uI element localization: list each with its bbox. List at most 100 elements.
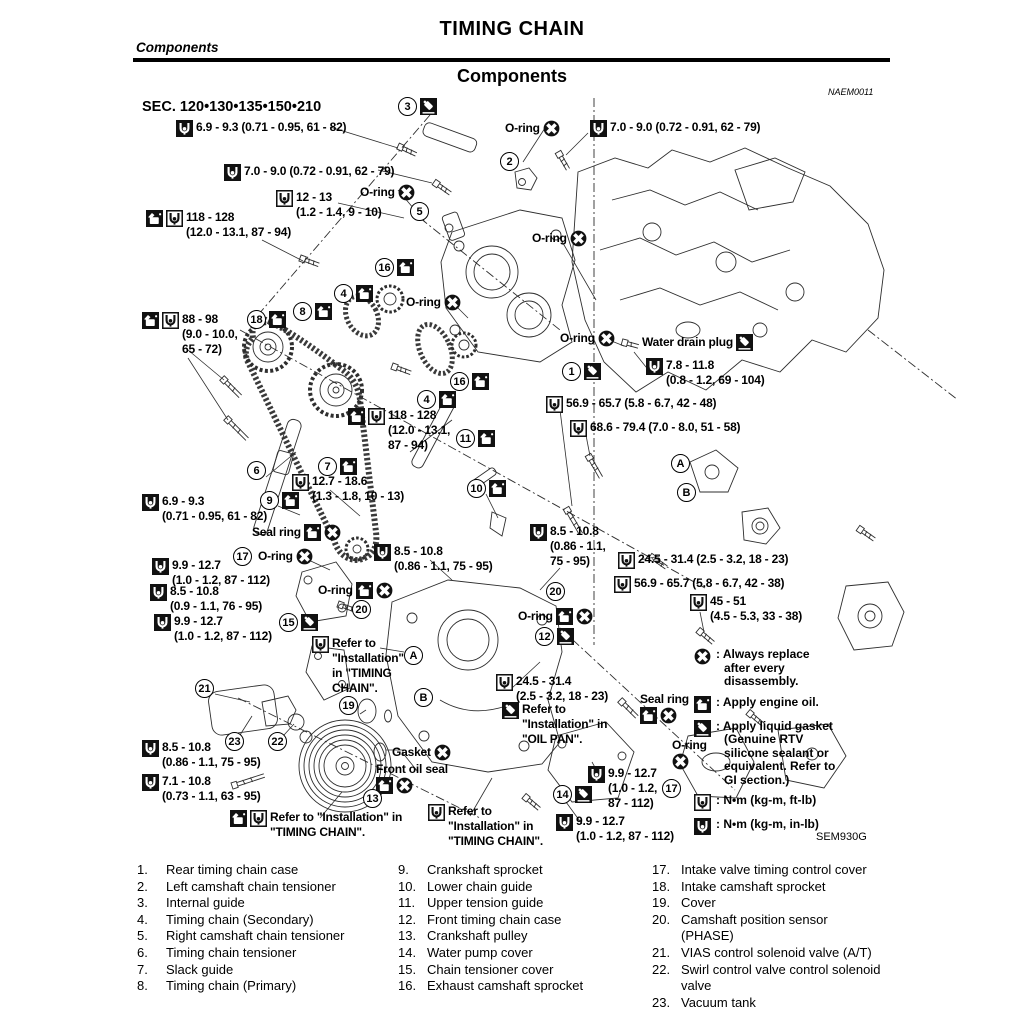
torque-inlb-icon (694, 818, 711, 835)
parts-list-item: 1.Rear timing chain case (137, 862, 392, 879)
label-text: 8.5 - 10.8 (550, 524, 599, 538)
legend-text: disassembly. (724, 674, 799, 688)
label-text: (0.71 - 0.95, 61 - 82) (162, 509, 267, 523)
callout-20: 20 (546, 582, 565, 601)
legend-text: : Apply engine oil. (716, 694, 819, 709)
callout-number: A (404, 646, 423, 665)
label-text: (1.2 - 1.4, 9 - 10) (296, 205, 382, 219)
torque-inlb-icon (142, 494, 159, 511)
callout-number: 12 (535, 627, 554, 646)
legend-text: GI section.) (724, 772, 790, 787)
replace-after-disassembly-icon (398, 184, 415, 201)
callout-text: 6 (253, 464, 260, 477)
callout-20: 20 (352, 600, 371, 619)
callout-10: 10 (467, 479, 506, 498)
torque-spec-label: 118 - 128(12.0 - 13.1, 87 - 94) (146, 210, 291, 240)
callout-number: 18 (247, 310, 266, 329)
torque-spec-label: 9.9 - 12.7(1.0 - 1.2,87 - 112) (588, 766, 657, 811)
callout-17: 17 (662, 779, 681, 798)
label-text: 7.8 - 11.8 (666, 358, 715, 372)
callout-text: 12 (538, 630, 551, 643)
label-text: (0.8 - 1.2, 69 - 104) (666, 373, 765, 387)
label-text: O-ring (518, 609, 553, 623)
apply-engine-oil-icon (340, 458, 357, 475)
torque-spec-label: 8.5 - 10.8(0.86 - 1.1, 75 - 95) (142, 740, 261, 770)
parts-list-item: 15.Chain tensioner cover (398, 962, 648, 979)
callout-text: 15 (282, 616, 295, 629)
apply-engine-oil-icon (356, 285, 373, 302)
callout-number: 7 (318, 457, 337, 476)
part-number: 13. (398, 928, 417, 944)
apply-engine-oil-icon (282, 492, 299, 509)
diagram-note-label: O-ring (258, 548, 313, 565)
header-divider (133, 58, 890, 62)
torque-ftlb-icon (292, 474, 309, 491)
torque-spec-label: 118 - 128(12.0 - 13.1,87 - 94) (348, 408, 450, 453)
callout-16: 16 (375, 258, 414, 277)
callout-number: 16 (375, 258, 394, 277)
replace-after-disassembly-icon (376, 582, 393, 599)
label-text: 65 - 72) (182, 342, 222, 356)
callout-3: 3 (398, 97, 437, 116)
torque-ftlb-icon (496, 674, 513, 691)
torque-ftlb-icon (694, 794, 711, 811)
apply-engine-oil-icon (230, 810, 247, 827)
parts-list-item: 11.Upper tension guide (398, 895, 648, 912)
label-text: 88 - 98 (182, 312, 218, 326)
part-number: 1. (137, 862, 148, 877)
legend-item: : N•m (kg-m, ft-lb) (694, 793, 884, 811)
part-name: Internal guide (166, 895, 245, 911)
label-text: 24.5 - 31.4 (2.5 - 3.2, 18 - 23) (638, 552, 789, 566)
diagram-note-label: O-ring (406, 294, 461, 311)
replace-after-disassembly-icon (598, 330, 615, 347)
apply-engine-oil-icon (269, 311, 286, 328)
callout-text: 17 (665, 782, 678, 795)
replace-after-disassembly-icon (296, 548, 313, 565)
callout-A: A (671, 454, 690, 473)
apply-liquid-gasket-icon (557, 628, 574, 645)
callout-number: 20 (546, 582, 565, 601)
label-text: O-ring (318, 583, 353, 597)
label-text: Water drain plug (642, 335, 734, 349)
part-number: 23. (652, 994, 671, 1010)
torque-inlb-icon (152, 558, 169, 575)
label-text: 9.9 - 12.7 (608, 766, 657, 780)
torque-inlb-icon (142, 774, 159, 791)
apply-engine-oil-icon (439, 391, 456, 408)
diagram-note-label: O-ring (505, 120, 560, 137)
label-text: 9.9 - 12.7 (174, 614, 223, 628)
torque-inlb-icon (142, 740, 159, 757)
label-text: O-ring (406, 295, 441, 309)
diagram-note-label: Water drain plug (642, 334, 754, 351)
label-text: (0.86 - 1.1, 75 - 95) (394, 559, 493, 573)
label-text: Front oil seal (376, 762, 448, 776)
part-number: 3. (137, 895, 148, 911)
replace-after-disassembly-icon (444, 294, 461, 311)
replace-after-disassembly-icon (660, 707, 677, 724)
diagram-note-label: Refer to"Installation" in"TIMING CHAIN". (428, 804, 543, 849)
label-text: 12.7 - 18.6 (312, 474, 368, 488)
callout-text: 4 (340, 287, 347, 300)
diagram-note-label: Refer to "Installation" in"TIMING CHAIN"… (230, 810, 402, 840)
parts-list-item: 9.Crankshaft sprocket (398, 862, 648, 879)
parts-list-item: 7.Slack guide (137, 962, 392, 979)
apply-engine-oil-icon (146, 210, 163, 227)
callout-text: 7 (324, 460, 331, 473)
callout-18: 18 (247, 310, 286, 329)
part-name: Vacuum tank (681, 994, 756, 1010)
legend-item: : N•m (kg-m, in-lb) (694, 817, 884, 835)
part-number: 12. (398, 911, 417, 927)
callout-23: 23 (225, 732, 244, 751)
parts-list-item: 17.Intake valve timing control cover (652, 862, 907, 879)
part-name: Intake camshaft sprocket (681, 878, 826, 894)
part-name: Crankshaft sprocket (427, 862, 543, 877)
torque-ftlb-icon (312, 636, 329, 653)
torque-spec-label: 8.5 - 10.8(0.86 - 1.1, 75 - 95) (374, 544, 493, 574)
part-name: Timing chain (Secondary) (166, 911, 314, 927)
part-number: 21. (652, 944, 671, 960)
torque-inlb-icon (176, 120, 193, 137)
label-text: Refer to (522, 702, 566, 716)
